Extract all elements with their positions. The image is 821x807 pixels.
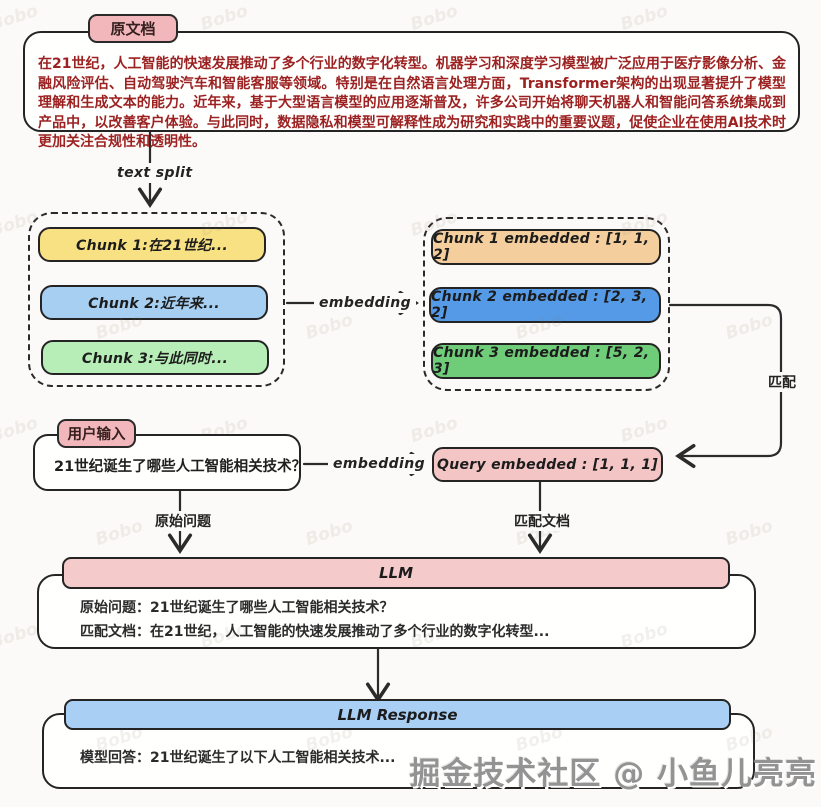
embedding-query-label: embedding xyxy=(328,454,431,474)
chunk-1-box: Chunk 1:在21世纪... xyxy=(38,227,266,262)
original-question-label: 原始问题 xyxy=(150,511,216,531)
chunks-container xyxy=(28,212,285,387)
bobo-watermark: Bobo xyxy=(93,515,146,551)
bobo-watermark: Bobo xyxy=(0,618,41,654)
match-label: 匹配 xyxy=(763,372,801,392)
llm-original-question-line: 原始问题：21世纪诞生了哪些人工智能相关技术？ xyxy=(80,600,394,616)
source-document-tag: 原文档 xyxy=(88,14,178,43)
bobo-watermark: Bobo xyxy=(408,412,461,448)
llm-response-line: 模型回答：21世纪诞生了以下人工智能相关技术... xyxy=(80,750,396,766)
bobo-watermark: Bobo xyxy=(618,412,671,448)
bobo-watermark: Bobo xyxy=(303,515,356,551)
llm-matched-doc-line: 匹配文档：在21世纪，人工智能的快速发展推动了多个行业的数字化转型... xyxy=(80,624,550,640)
chunk-1-embedded-box: Chunk 1 embedded : [1, 1, 2] xyxy=(431,229,661,265)
user-question-text: 21世纪诞生了哪些人工智能相关技术？ xyxy=(54,459,307,475)
text-split-label: text split xyxy=(112,163,198,183)
matched-document-label: 匹配文档 xyxy=(509,511,575,531)
query-embedded-box: Query embedded : [1, 1, 1] xyxy=(432,447,663,482)
bobo-watermark: Bobo xyxy=(303,309,356,345)
embedding-chunks-label: embedding xyxy=(314,293,417,313)
bobo-watermark: Bobo xyxy=(723,515,776,551)
llm-response-title-bar: LLM Response xyxy=(64,699,731,730)
bobo-watermark: Bobo xyxy=(408,0,461,36)
chunk-3-embedded-box: Chunk 3 embedded : [5, 2, 3] xyxy=(431,343,661,379)
bobo-watermark: Bobo xyxy=(618,0,671,36)
bobo-watermark: Bobo xyxy=(198,0,251,36)
llm-title-bar: LLM xyxy=(62,557,730,589)
source-document-text: 在21世纪，人工智能的快速发展推动了多个行业的数字化转型。机器学习和深度学习模型… xyxy=(38,56,786,151)
credit-watermark: 掘金技术社区 @ 小鱼儿亮亮 xyxy=(409,756,817,792)
user-input-tag: 用户输入 xyxy=(57,419,136,448)
bobo-watermark: Bobo xyxy=(0,0,41,36)
chunk-2-embedded-box: Chunk 2 embedded : [2, 3, 2] xyxy=(429,287,661,323)
bobo-watermark: Bobo xyxy=(723,309,776,345)
source-document-box: 在21世纪，人工智能的快速发展推动了多个行业的数字化转型。机器学习和深度学习模型… xyxy=(23,31,800,150)
chunk-2-box: Chunk 2:近年来... xyxy=(40,285,268,320)
chunk-3-box: Chunk 3:与此同时... xyxy=(41,340,269,375)
